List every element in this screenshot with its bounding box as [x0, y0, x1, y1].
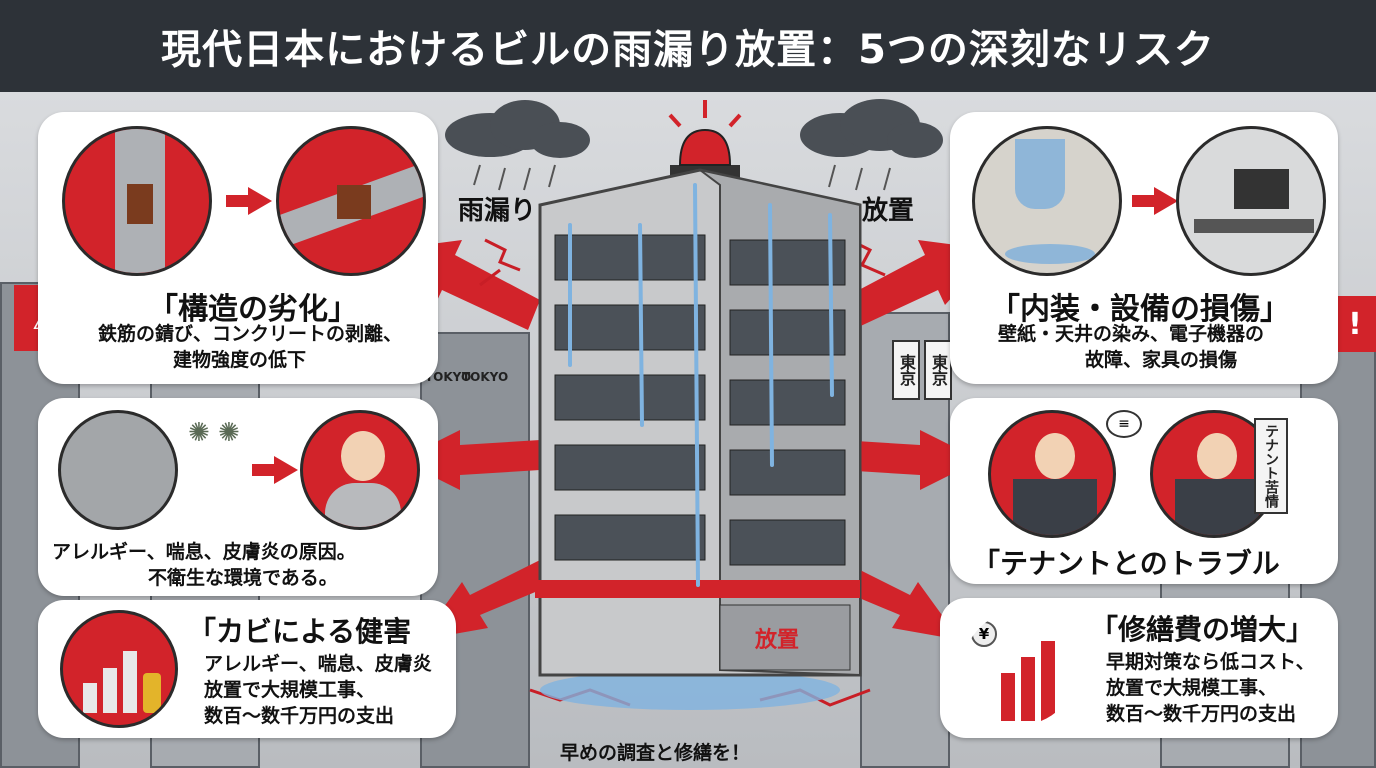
- risk-panel-mold-effect: ✺ ✺ アレルギー、喘息、皮膚炎の原因。 不衛生な環境である。: [38, 398, 438, 596]
- cracked-concrete-image: [62, 126, 212, 276]
- risk-desc-mold-3: 数百～数千万円の支出: [204, 705, 395, 727]
- tenant-complaint-sign: テナント苦情: [1254, 418, 1288, 514]
- rising-cost-chart-image: [60, 610, 178, 728]
- risk-desc-structure-1: 鉄筋の錆び、コンクリートの剥離、: [98, 323, 403, 345]
- shutter-label: 放置: [755, 628, 800, 653]
- risk-title-structure: 「構造の劣化」: [148, 292, 358, 327]
- risk-panel-repair: ¥ 「修繕費の増大」 早期対策なら低コスト、 放置で大規模工事、 数百～数千万円…: [940, 598, 1338, 738]
- broken-office-image: [1176, 126, 1326, 276]
- risk-desc-mold-1: アレルギー、喘息、皮膚炎: [204, 653, 432, 675]
- page-title: 現代日本におけるビルの雨漏り放置：5つの深刻なリスク: [161, 27, 1215, 73]
- coughing-person-image: [300, 410, 420, 530]
- risk-desc-repair-3: 数百～数千万円の支出: [1106, 703, 1297, 725]
- tokyo-kanji-sign-2: 東京: [924, 340, 952, 400]
- risk-title-mold: 「カビによる健害: [188, 615, 412, 648]
- right-arrow-icon: [252, 456, 298, 484]
- right-arrow-icon: [1132, 187, 1178, 215]
- neglect-label: 放置: [862, 196, 915, 226]
- rain-cloud-icon: [800, 99, 943, 191]
- risk-panel-mold: 「カビによる健害 アレルギー、喘息、皮膚炎 放置で大規模工事、 数百～数千万円の…: [38, 600, 456, 738]
- risk-title-tenant: 「テナントとのトラブル: [972, 547, 1280, 580]
- alert-sign: !: [1334, 296, 1376, 352]
- risk-desc-interior-2: 故障、家具の損傷: [1085, 349, 1238, 371]
- repair-cost-chart-image: ¥: [960, 608, 1080, 728]
- right-arrow-icon: [226, 187, 272, 215]
- risk-title-repair: 「修繕費の増大」: [1090, 613, 1315, 646]
- risk-panel-structure: 「構造の劣化」 鉄筋の錆び、コンクリートの剥離、 建物強度の低下: [38, 112, 438, 384]
- risk-title-interior: 「内装・設備の損傷」: [990, 292, 1290, 327]
- tokyo-sign-2: TOKYO: [462, 370, 509, 384]
- main-building: [535, 168, 862, 677]
- water-puddle: [540, 670, 840, 710]
- risk-desc-repair-2: 放置で大規模工事、: [1106, 677, 1278, 699]
- alert-icon: !: [1348, 306, 1362, 342]
- angry-tenant-image: [988, 410, 1116, 538]
- risk-desc-interior-1: 壁紙・天井の染み、電子機器の: [998, 323, 1265, 345]
- mold-spores-icon: ✺ ✺: [188, 418, 240, 448]
- rusted-rebar-image: [276, 126, 426, 276]
- risk-desc-mold-effect-1: アレルギー、喘息、皮膚炎の原因。: [52, 541, 356, 563]
- tokyo-sign: TOKYO: [425, 370, 472, 384]
- risk-desc-repair-1: 早期対策なら低コスト、: [1106, 651, 1315, 673]
- rain-cloud-icon: [445, 100, 590, 191]
- risk-panel-interior: 「内装・設備の損傷」 壁紙・天井の染み、電子機器の 故障、家具の損傷: [950, 112, 1338, 384]
- risk-panel-tenant: ≡ テナント苦情 「テナントとのトラブル: [950, 398, 1338, 584]
- title-bar: 現代日本におけるビルの雨漏り放置：5つの深刻なリスク: [0, 0, 1376, 92]
- speech-bubble-icon: ≡: [1106, 410, 1142, 438]
- stained-wall-image: [972, 126, 1122, 276]
- tokyo-kanji-sign: 東京: [892, 340, 920, 400]
- rain-leak-label: 雨漏り: [458, 196, 537, 226]
- risk-desc-structure-2: 建物強度の低下: [173, 349, 307, 371]
- yen-icon: ¥: [971, 621, 997, 647]
- footer-call-to-action: 早めの調査と修繕を！: [560, 742, 751, 764]
- risk-desc-mold-effect-2: 不衛生な環境である。: [148, 567, 338, 589]
- mold-wall-image: [58, 410, 178, 530]
- risk-desc-mold-2: 放置で大規模工事、: [204, 679, 376, 701]
